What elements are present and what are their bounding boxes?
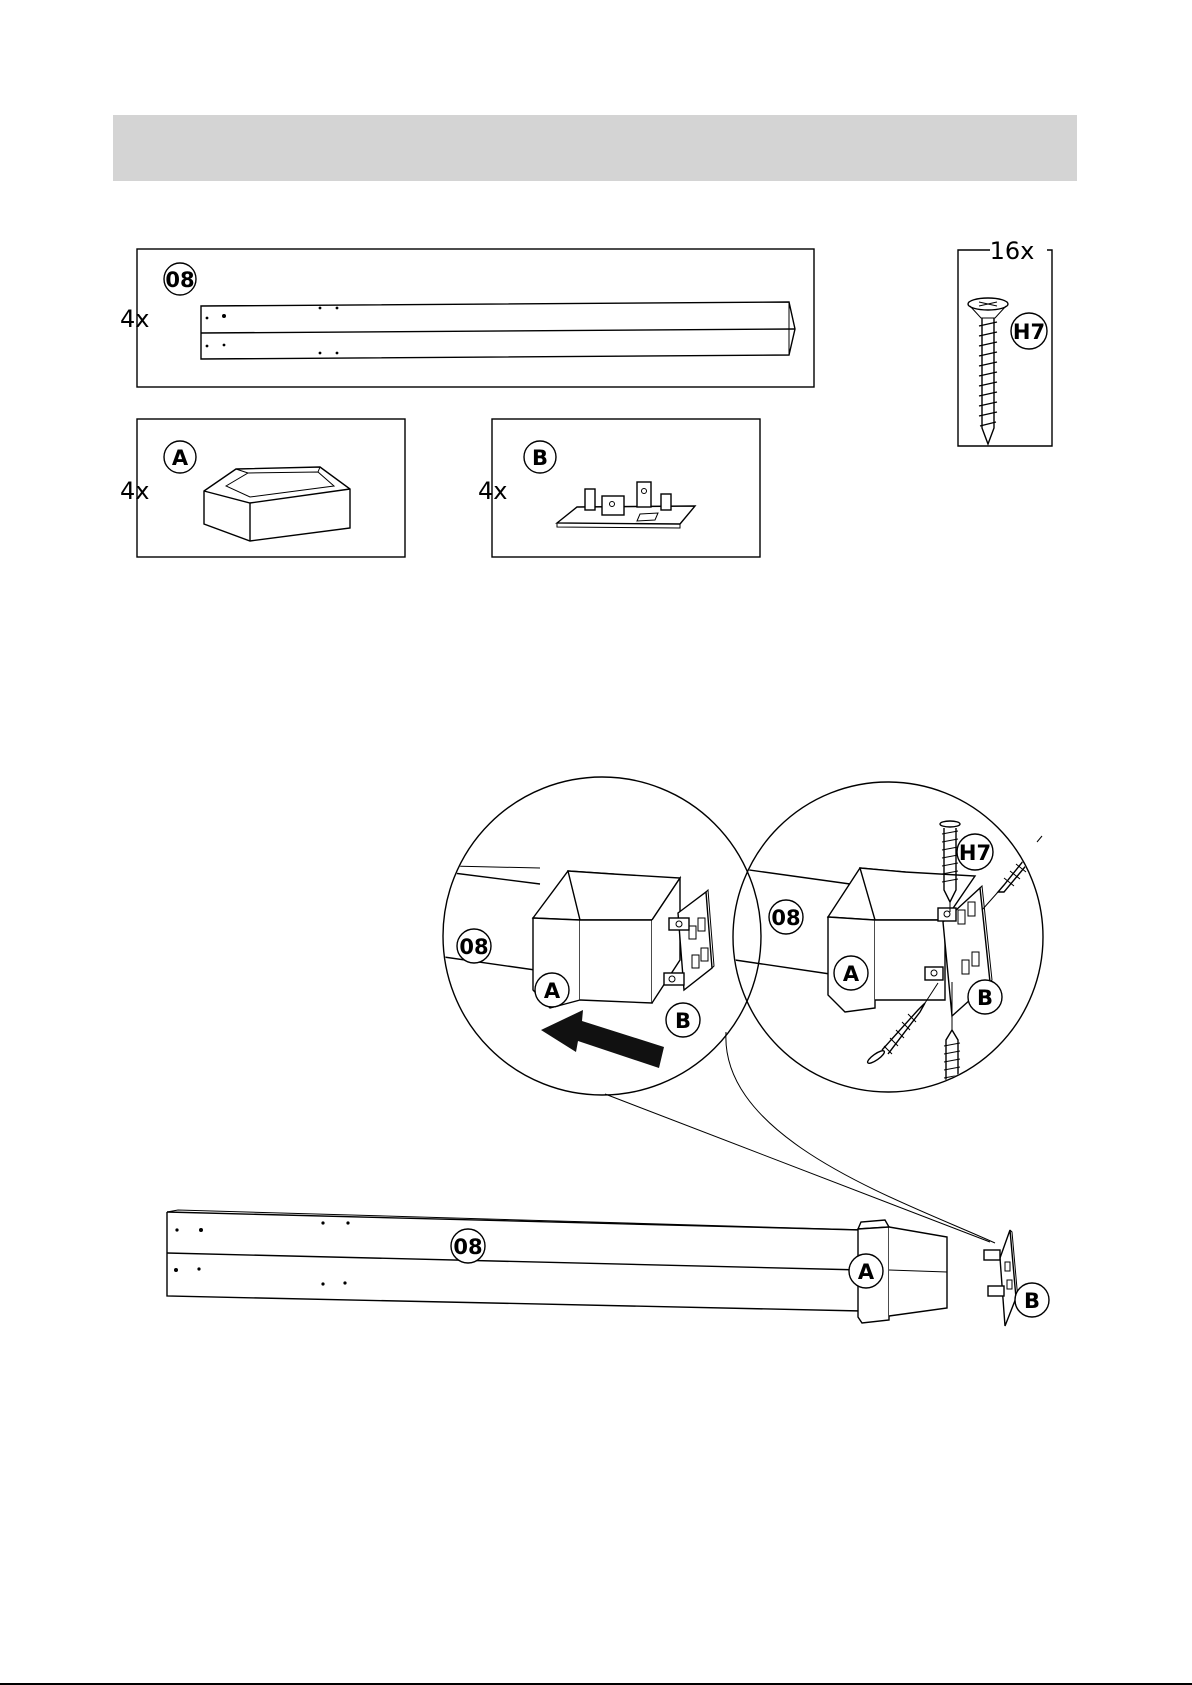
part-b-box: 4x B (478, 419, 760, 557)
main-badge-08: 08 (451, 1229, 485, 1263)
detail-circle-left: 08 A B (430, 777, 761, 1095)
svg-text:A: A (544, 979, 561, 1003)
svg-text:A: A (172, 446, 189, 470)
detail-right-badge-h7: H7 (957, 834, 993, 870)
screw-icon (968, 298, 1008, 444)
main-bracket-b (984, 1230, 1018, 1326)
svg-text:08: 08 (453, 1235, 482, 1259)
main-badge-b: B (1015, 1283, 1049, 1317)
part-b-qty: 4x (478, 477, 507, 505)
detail-right-badge-08: 08 (769, 900, 803, 934)
main-beam-08 (167, 1210, 867, 1311)
part-a-badge: A (164, 441, 196, 473)
detail-circle-right: H7 08 A B (733, 782, 1046, 1106)
svg-text:A: A (843, 962, 860, 986)
part-08-badge: 08 (164, 263, 196, 295)
svg-text:08: 08 (459, 935, 488, 959)
beam-08-illustration (201, 302, 795, 359)
part-a-qty: 4x (120, 477, 149, 505)
svg-text:B: B (675, 1009, 691, 1033)
main-assembly: 08 A B (167, 1210, 1049, 1326)
screw-h7-badge: H7 (1011, 313, 1047, 349)
detail-right-badge-b: B (968, 980, 1002, 1014)
detail-left-badge-b: B (666, 1003, 700, 1037)
svg-text:B: B (977, 986, 993, 1010)
leader-line-left (605, 1094, 990, 1242)
svg-text:H7: H7 (1013, 320, 1045, 344)
bracket-b-illustration (557, 482, 695, 528)
screw-h7-qty: 16x (990, 237, 1035, 265)
svg-text:B: B (1024, 1289, 1040, 1313)
part-08-qty: 4x (120, 305, 149, 333)
svg-text:B: B (532, 446, 548, 470)
sleeve-a-illustration (204, 467, 350, 541)
main-badge-a: A (849, 1254, 883, 1288)
header-bar (113, 115, 1077, 181)
screw-h7-box: 16x H7 (958, 237, 1052, 446)
svg-text:08: 08 (771, 906, 800, 930)
svg-text:H7: H7 (959, 841, 991, 865)
svg-text:A: A (858, 1260, 875, 1284)
part-08-box: 4x 08 (120, 249, 814, 387)
detail-left-badge-08: 08 (457, 929, 491, 963)
svg-text:08: 08 (165, 268, 194, 292)
detail-left-badge-a: A (535, 973, 569, 1007)
detail-right-badge-a: A (834, 956, 868, 990)
leader-line-right (726, 1032, 995, 1243)
part-b-badge: B (524, 441, 556, 473)
part-a-box: 4x A (120, 419, 405, 557)
